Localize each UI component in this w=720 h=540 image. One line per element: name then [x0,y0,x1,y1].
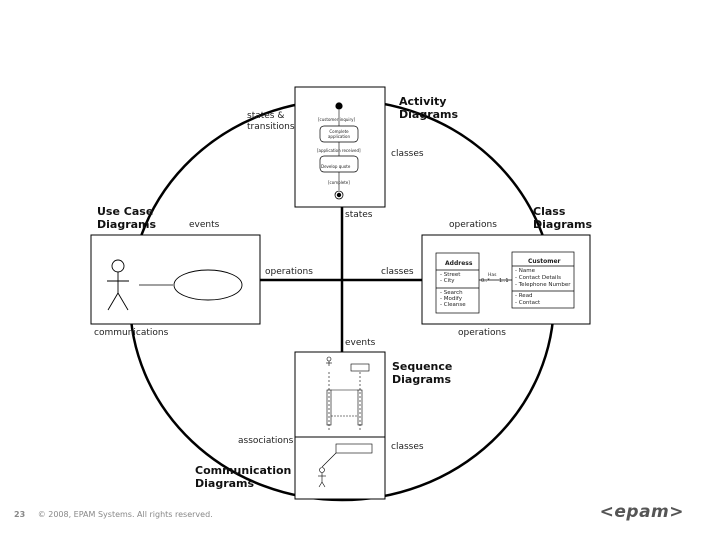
page-number: 23 [14,510,26,519]
label-states-transitions-1: states & [247,111,285,121]
activity-guard: [application received] [317,148,361,153]
customer-class-name: Customer [528,258,561,265]
address-operation: - Cleanse [440,302,466,308]
address-class [435,252,480,314]
activity-guard: [customer inquiry] [318,117,356,122]
label-events: events [189,220,220,230]
association-multiplicity-right: 1..1 [499,278,509,284]
label-events: events [345,338,376,348]
address-attribute: - Street [440,272,461,278]
label-states: states [345,210,373,220]
customer-operation: - Read [515,293,533,299]
activity-node-label: Complete application [327,129,351,139]
sequence-contents [326,356,370,430]
address-operation: - Modify [440,296,462,302]
label-operations: operations [458,328,506,338]
activity-initial-node [335,102,343,110]
association-multiplicity-left: 0..* [481,278,490,284]
label-classes: classes [381,267,414,277]
address-class-name: Address [445,260,473,267]
customer-operation: - Contact [515,300,541,306]
communication-diagram-box [294,436,386,500]
customer-attribute: - Telephone Number [515,282,571,288]
communication-contents [318,443,373,488]
activity-guard: [complete] [328,180,350,185]
epam-logo: <epam> [599,502,684,522]
address-operation: - Search [440,290,463,296]
label-operations: operations [449,220,497,230]
copyright-text: © 2008, EPAM Systems. All rights reserve… [37,510,213,519]
customer-attribute: - Name [515,268,535,274]
use-case-oval [173,269,243,301]
customer-class [511,251,575,309]
label-operations: operations [265,267,313,277]
sequence-diagram-box [294,351,386,438]
footer: 23 © 2008, EPAM Systems. All rights rese… [14,510,213,519]
use-case-diagram-box [90,234,261,325]
label-associations: associations [238,436,294,446]
label-classes: classes [391,442,424,452]
address-attribute: - City [440,278,455,284]
label-communications: communications [94,328,169,338]
customer-attribute: - Contact Details [515,275,561,281]
association-role: Has [488,273,497,278]
activity-final-node-inner [336,192,342,198]
activity-node-label: Develop quote [321,164,351,169]
label-classes: classes [391,149,424,159]
label-states-transitions-2: transitions [247,122,295,132]
actor-stick-figure [107,259,129,311]
